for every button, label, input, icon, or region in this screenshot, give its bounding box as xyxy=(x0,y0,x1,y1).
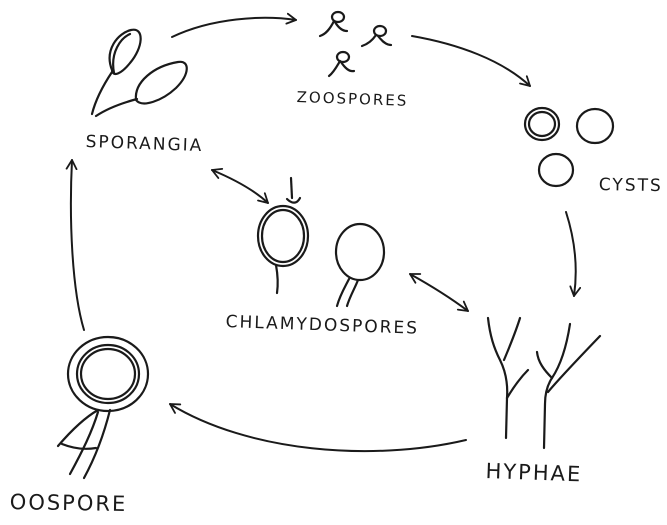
sporangia-drawing xyxy=(92,30,187,116)
arrow-cysts-to-hyphae xyxy=(566,212,576,296)
label-cysts: CYSTS xyxy=(599,175,663,196)
arrow-sporangia-chlamydospores xyxy=(212,170,268,203)
oospore-drawing xyxy=(58,337,148,478)
label-oospore: OOSPORE xyxy=(10,490,128,516)
arrow-chlamydospores-hyphae xyxy=(410,274,468,311)
arrow-zoospores-to-cysts xyxy=(412,36,530,86)
hyphae-drawing xyxy=(488,318,600,448)
label-zoospores: ZOOSPORES xyxy=(296,88,408,110)
arrow-sporangia-to-zoospores xyxy=(172,18,296,37)
arrow-oospore-to-sporangia xyxy=(71,160,84,330)
zoospores-drawing xyxy=(320,12,391,76)
label-hyphae: HYPHAE xyxy=(485,459,582,486)
arrow-hyphae-to-oospore xyxy=(170,404,466,451)
label-sporangia: SPORANGIA xyxy=(85,132,203,156)
chlamydospores-drawing xyxy=(258,178,384,306)
